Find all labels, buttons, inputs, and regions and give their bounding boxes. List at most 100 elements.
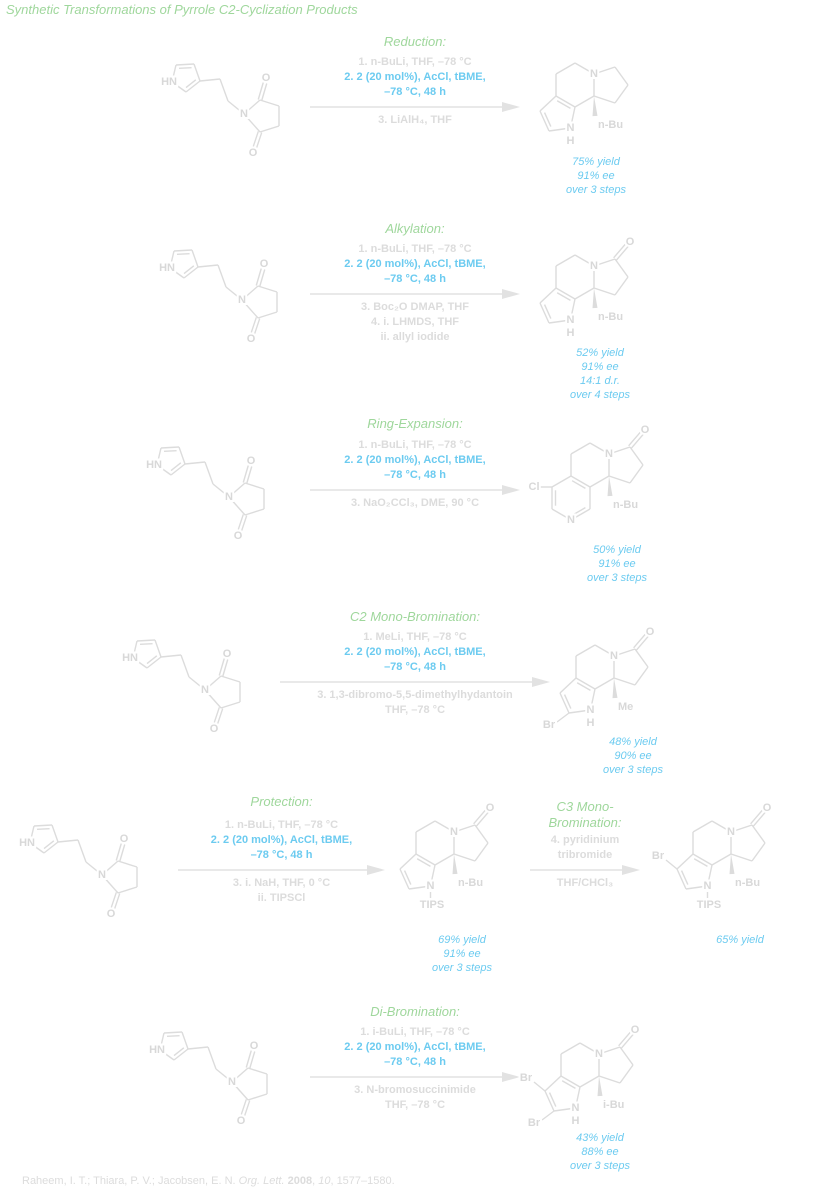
bond xyxy=(614,258,629,278)
bond xyxy=(36,827,50,831)
bond xyxy=(619,1064,634,1084)
arrow-head xyxy=(532,677,550,687)
bond xyxy=(628,431,642,447)
bond xyxy=(257,285,278,293)
scheme-heading: C3 Mono-Bromination: xyxy=(548,799,622,830)
bond xyxy=(560,1042,581,1055)
bond xyxy=(170,462,182,472)
yield-summary: 65% yield xyxy=(670,933,810,947)
bond xyxy=(615,245,629,261)
bond xyxy=(136,639,156,642)
nh-h-label: H xyxy=(572,1115,580,1127)
scheme-heading: C2 Mono-Bromination: xyxy=(349,609,481,624)
yield-line: 14:1 d.r. xyxy=(580,375,620,387)
bond xyxy=(574,95,595,108)
nh-label: HN xyxy=(161,76,177,88)
wedge-bond xyxy=(452,854,458,875)
bond xyxy=(139,642,153,646)
bond xyxy=(185,80,201,93)
n-label: N xyxy=(605,448,613,460)
bond xyxy=(225,286,243,301)
bond xyxy=(222,659,229,677)
bond xyxy=(429,864,436,887)
bond xyxy=(173,1047,185,1057)
bond xyxy=(43,841,59,854)
n-label: N xyxy=(590,68,598,80)
chlorine-label: Cl xyxy=(529,481,540,493)
bond xyxy=(184,461,206,465)
bond xyxy=(199,78,221,82)
bond xyxy=(629,464,644,484)
bond xyxy=(434,820,455,833)
alkyl-group-label: n-Bu xyxy=(735,877,760,889)
pyrrole-n-label: N xyxy=(572,1102,580,1114)
bond xyxy=(175,63,195,66)
bond xyxy=(259,125,280,133)
condition-line: 2. 2 (20 mol%), AcCl, tBME, xyxy=(344,646,486,658)
bond xyxy=(676,868,687,890)
yield-line: 50% yield xyxy=(593,544,641,556)
bond xyxy=(160,654,182,658)
bond xyxy=(244,1100,251,1116)
citation-pages: , 1577–1580. xyxy=(330,1175,395,1187)
bond xyxy=(692,853,713,866)
bond xyxy=(614,84,629,104)
bond xyxy=(563,694,572,709)
bond xyxy=(218,658,225,676)
yield-line: 91% ee xyxy=(443,948,481,960)
bond xyxy=(173,249,193,252)
bond xyxy=(228,482,246,498)
bond xyxy=(575,644,596,657)
n-label: N xyxy=(450,826,458,838)
arrow-head xyxy=(502,102,520,112)
alkyl-group-label: n-Bu xyxy=(598,311,623,323)
bond xyxy=(213,707,220,723)
nh-h-label: H xyxy=(567,327,575,339)
bond xyxy=(169,250,175,269)
bond xyxy=(593,287,616,296)
bond xyxy=(598,1075,621,1084)
condition-line: THF, –78 °C xyxy=(384,1099,446,1111)
bond xyxy=(415,820,436,833)
citation-volume: 10 xyxy=(318,1175,331,1187)
bond xyxy=(156,464,172,476)
bromine-label: Br xyxy=(528,1117,541,1129)
bond xyxy=(539,287,557,304)
bond xyxy=(619,1046,634,1066)
bond xyxy=(231,1081,249,1101)
bond xyxy=(166,1034,180,1038)
bond xyxy=(51,824,59,843)
yield-line: over 3 steps xyxy=(587,572,647,584)
bond xyxy=(188,676,206,691)
arrow-head xyxy=(502,289,520,299)
bond xyxy=(571,507,586,516)
n-label: N xyxy=(98,869,106,881)
bond xyxy=(634,648,649,668)
bond xyxy=(399,853,417,870)
yield-line: 88% ee xyxy=(581,1146,619,1158)
bond xyxy=(568,709,591,714)
bond xyxy=(132,657,148,669)
condition-line: 3. N-bromosuccinimide xyxy=(354,1084,476,1096)
n-label: N xyxy=(590,260,598,272)
bond xyxy=(181,1031,189,1050)
nh-label: HN xyxy=(146,459,162,471)
bond xyxy=(114,893,121,909)
condition-line: 3. Boc₂O DMAP, THF xyxy=(361,301,469,313)
bond xyxy=(119,844,126,862)
bond xyxy=(579,1075,600,1088)
bond xyxy=(183,266,199,279)
condition-line: 2. 2 (20 mol%), AcCl, tBME, xyxy=(344,454,486,466)
bond xyxy=(751,824,766,844)
condition-line: 3. 1,3-dibromo-5,5-dimethylhydantoin xyxy=(317,689,513,701)
condition-line: –78 °C, 48 h xyxy=(384,1056,446,1068)
bond xyxy=(634,666,649,686)
